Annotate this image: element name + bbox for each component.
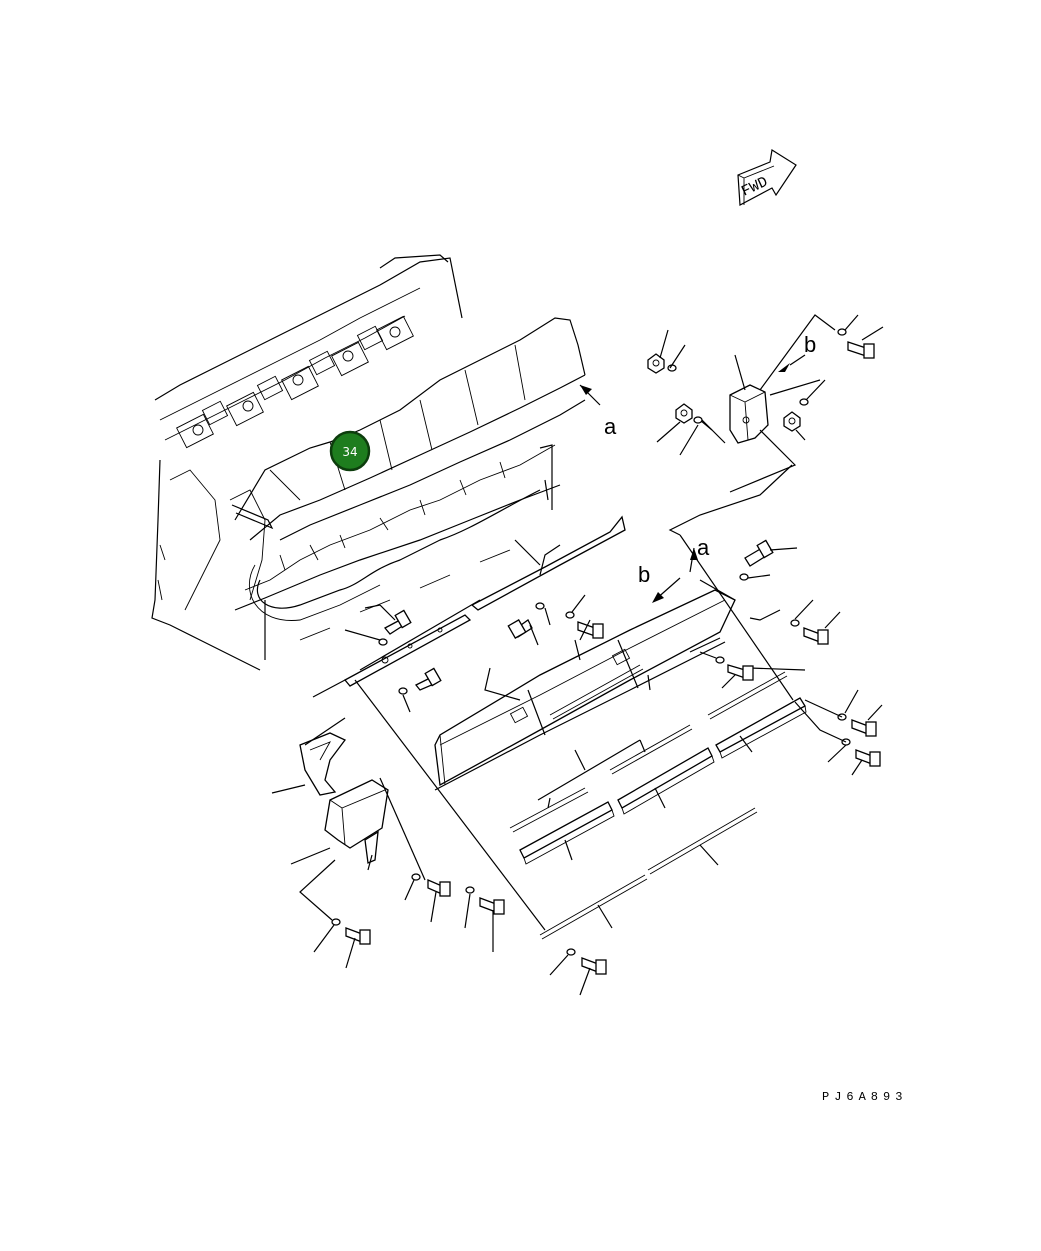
callout-letter-b-lower: b (638, 562, 650, 587)
bolt-icon (803, 627, 829, 645)
bolt-icon (345, 927, 371, 945)
nut-icon (783, 411, 801, 432)
washer-icon (465, 886, 475, 894)
callout-a-upper: a (579, 384, 617, 439)
washer-icon (790, 619, 800, 627)
washer-icon (565, 611, 575, 619)
washer-icon (411, 873, 421, 881)
bracket-strip-long (312, 614, 472, 698)
leader-lines (354, 599, 546, 931)
washer-icon (535, 602, 545, 610)
washer-icon (566, 948, 576, 956)
nut-icon (675, 403, 693, 424)
hardware-fasteners (313, 539, 883, 996)
washer-icon (799, 398, 809, 406)
bolt-icon (851, 719, 877, 737)
washer-icon (693, 416, 703, 424)
bolt-icon (577, 621, 604, 639)
bolt-icon (427, 879, 451, 897)
bolt-icon (744, 539, 774, 567)
engine-block (151, 254, 561, 671)
detail-bracket-b: b (647, 314, 884, 493)
bolt-icon (581, 957, 607, 975)
washer-icon (398, 687, 408, 695)
washer-icon (331, 918, 341, 926)
washer-icon (378, 638, 388, 646)
cover-strips (509, 637, 807, 940)
side-bracket-lower (290, 777, 426, 921)
washer-icon (837, 328, 847, 336)
drawing-code: PJ6A893 (822, 1090, 907, 1104)
highlight-badge-circle[interactable] (329, 430, 371, 472)
callout-letter-a-lower: a (697, 535, 710, 560)
side-bracket-left (271, 717, 347, 796)
bolt-icon (727, 664, 754, 681)
highlight-badge-label[interactable]: 34 (342, 445, 357, 459)
bolt-icon (414, 667, 442, 691)
bracket-strip-upper (470, 515, 626, 611)
bolt-icon (507, 619, 533, 639)
heat-shield-assembly: a b (434, 464, 794, 791)
exhaust-manifold (231, 317, 586, 621)
bolt-icon (847, 341, 875, 359)
nut-icon (647, 353, 665, 374)
fwd-direction-marker: FWD (737, 149, 797, 206)
bolt-icon (479, 897, 505, 915)
washer-icon (715, 656, 725, 664)
bolt-icon (855, 749, 881, 767)
highlight-badge[interactable]: 34 (329, 430, 371, 472)
callout-letter-a-upper: a (604, 414, 617, 439)
bolt-icon (383, 609, 412, 635)
washer-icon (739, 573, 749, 581)
callout-letter-b-upper: b (804, 332, 816, 357)
